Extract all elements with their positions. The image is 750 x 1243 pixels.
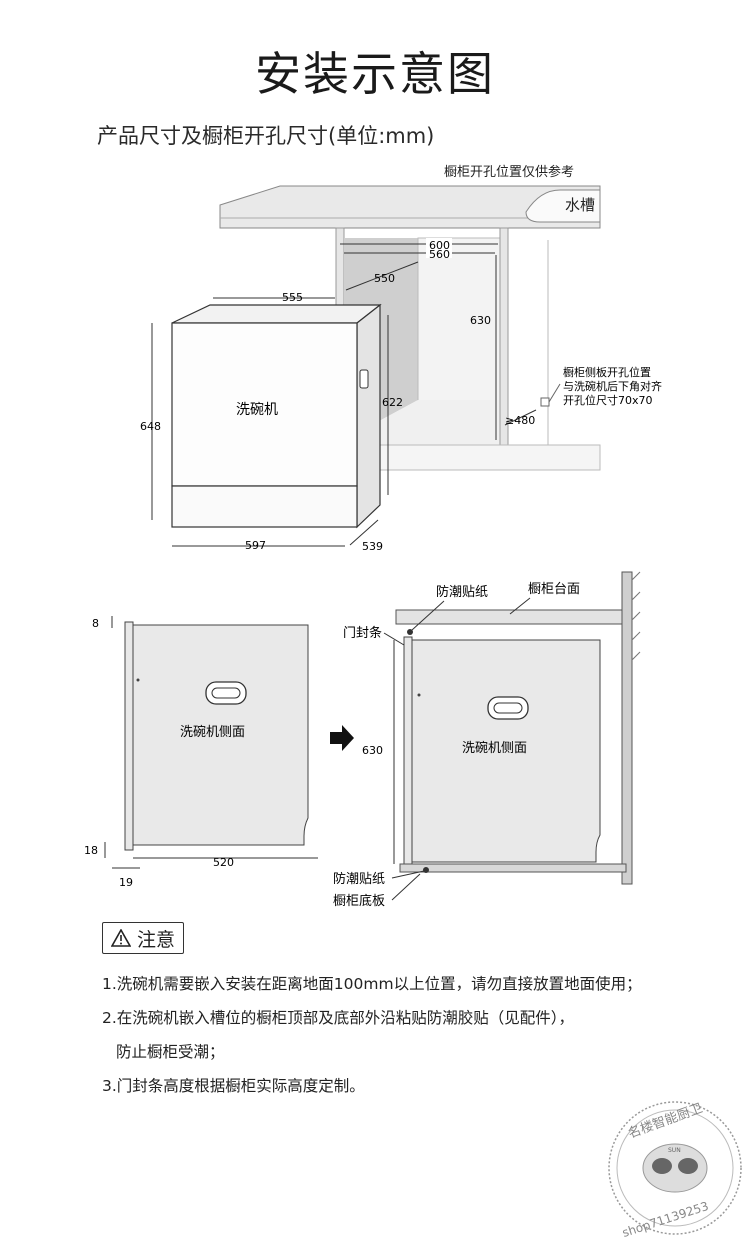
- sink-label: 水槽: [565, 196, 595, 214]
- notice-item-3: 3.门封条高度根据橱柜实际高度定制。: [102, 1077, 365, 1095]
- dishwasher-kickplate: [171, 485, 358, 528]
- door-panel: [124, 621, 134, 851]
- dishwasher-label: 洗碗机: [236, 402, 278, 418]
- dim-555: 555: [282, 291, 303, 304]
- dim-560: 560: [429, 248, 450, 261]
- arrow-right-icon: [330, 725, 354, 751]
- label-moisture-top: 防潮贴纸: [436, 584, 488, 600]
- watermark-badge: SUN: [668, 1147, 681, 1154]
- notice-item-2: 2.在洗碗机嵌入槽位的橱柜顶部及底部外沿粘贴防潮胶贴（见配件），: [102, 1009, 575, 1027]
- hole-note-2: 与洗碗机后下角对齐: [563, 379, 662, 393]
- dim-600: 600: [429, 239, 450, 252]
- wall: [621, 571, 633, 885]
- page-subtitle: 产品尺寸及橱柜开孔尺寸(单位:mm): [97, 124, 435, 148]
- notice-label: 注意: [136, 928, 175, 951]
- dim-8: 8: [92, 617, 99, 630]
- side-label-left: 洗碗机侧面: [180, 724, 245, 740]
- cabinet-diagram: 水槽 橱柜开孔位置仅供参考 600 560 550 630 ≥480 橱柜侧板开…: [140, 164, 662, 553]
- dim-622: 622: [382, 396, 403, 409]
- label-counter-top: 橱柜台面: [528, 582, 580, 597]
- side-label-right: 洗碗机侧面: [462, 740, 527, 756]
- dim-550: 550: [374, 272, 395, 285]
- notice-item-2b: 防止橱柜受潮；: [116, 1043, 225, 1061]
- door-panel-installed: [403, 636, 413, 866]
- page-title: 安装示意图: [255, 47, 495, 101]
- dim-648: 648: [140, 420, 161, 433]
- dim-539: 539: [362, 540, 383, 553]
- handle-icon-right: [487, 696, 529, 720]
- label-moisture-bottom: 防潮贴纸: [333, 871, 385, 887]
- notice-item-1: 1.洗碗机需要嵌入安装在距离地面100mm以上位置，请勿直接放置地面使用；: [102, 975, 642, 993]
- dim-597: 597: [245, 539, 266, 552]
- watermark-stamp: SUN 名楼智能厨卫 shop71139253: [608, 1100, 742, 1240]
- label-door-seal: 门封条: [343, 625, 382, 641]
- label-cabinet-bottom: 橱柜底板: [333, 893, 385, 909]
- dim-480: ≥480: [505, 414, 535, 427]
- panda-logo: [642, 1143, 708, 1193]
- hole-note-1: 橱柜侧板开孔位置: [563, 365, 651, 379]
- handle-icon-left: [205, 681, 247, 705]
- dim-630-side: 630: [362, 744, 383, 757]
- notice-list: 1.洗碗机需要嵌入安装在距离地面100mm以上位置，请勿直接放置地面使用； 2.…: [102, 970, 722, 1106]
- reference-note: 橱柜开孔位置仅供参考: [444, 164, 574, 180]
- dim-520: 520: [213, 856, 234, 869]
- hole-note-3: 开孔位尺寸70x70: [563, 393, 653, 407]
- side-panel-hole: [540, 397, 550, 407]
- dim-630-top: 630: [470, 314, 491, 327]
- side-view-diagram: 洗碗机侧面 8 18 520 19 洗碗机侧面 630 防潮贴纸 橱柜台面 门封…: [84, 571, 641, 909]
- warning-icon: [110, 929, 131, 947]
- dishwasher-side-right: [411, 639, 601, 863]
- notice-badge: 注意: [102, 922, 184, 954]
- dim-19: 19: [119, 876, 133, 889]
- watermark-top: 名楼智能厨卫: [626, 1100, 705, 1142]
- dishwasher-side-left: [132, 624, 309, 846]
- dim-18: 18: [84, 844, 98, 857]
- sink: [525, 189, 601, 223]
- cabinet-bottom-board: [399, 863, 627, 873]
- handle-icon: [359, 369, 369, 389]
